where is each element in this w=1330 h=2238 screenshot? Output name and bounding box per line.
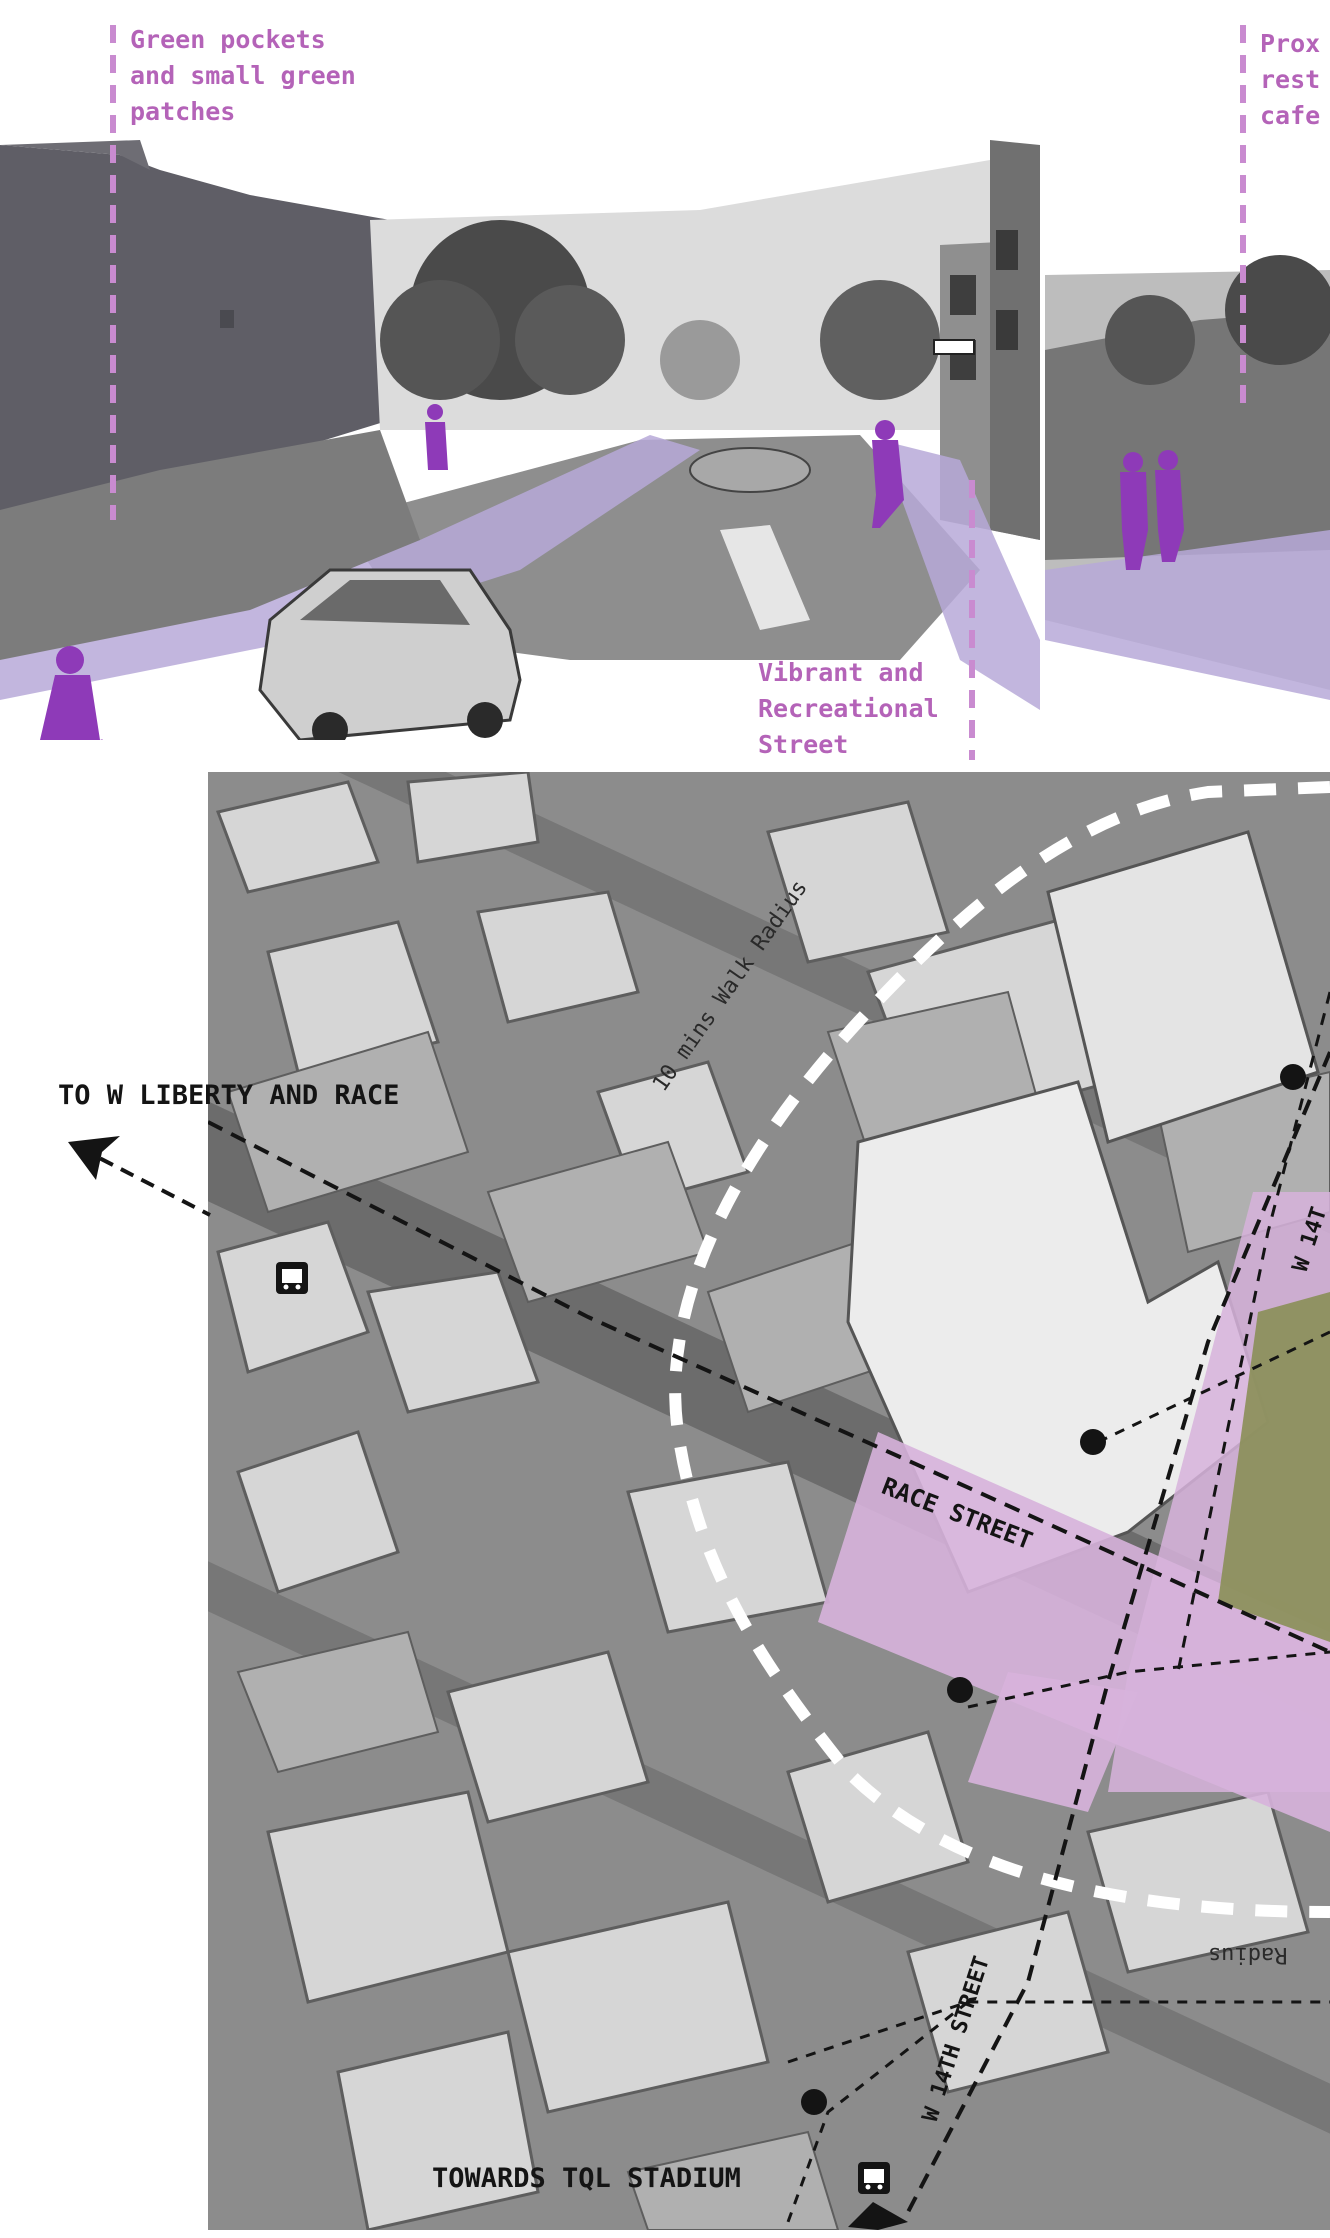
street-photo-illustration xyxy=(0,140,1330,740)
annotation-proximity: Prox rest cafe xyxy=(1260,29,1321,130)
street-photo-collage xyxy=(0,100,1330,740)
annotation-leader-proximity xyxy=(1240,25,1246,415)
label-towards-tql-stadium: TOWARDS TQL STADIUM xyxy=(432,2163,741,2194)
annotation-vibrant-street: Vibrant and Recreational Street xyxy=(758,658,939,759)
point-marker-icon xyxy=(801,2089,827,2115)
bus-stop-icon xyxy=(276,1262,308,1294)
label-to-w-liberty-and-race: TO W LIBERTY AND RACE xyxy=(58,1080,400,1111)
arrow-icon xyxy=(68,1136,211,1217)
label-radius-partial: Radius xyxy=(1208,1942,1288,1967)
arrow-icon xyxy=(848,2202,908,2230)
point-marker-icon xyxy=(947,1677,973,1703)
annotation-leader-vibrant xyxy=(969,480,975,760)
map-overlay xyxy=(208,781,1330,2230)
point-marker-icon xyxy=(1080,1429,1106,1455)
annotation-green-pockets: Green pockets and small green patches xyxy=(130,25,356,126)
bus-stop-icon xyxy=(858,2162,890,2194)
aerial-map: 10 mins Walk Radius RACE STREET W 14T W … xyxy=(208,772,1330,2230)
annotation-leader-green xyxy=(110,25,116,520)
point-marker-icon xyxy=(1280,1064,1306,1090)
